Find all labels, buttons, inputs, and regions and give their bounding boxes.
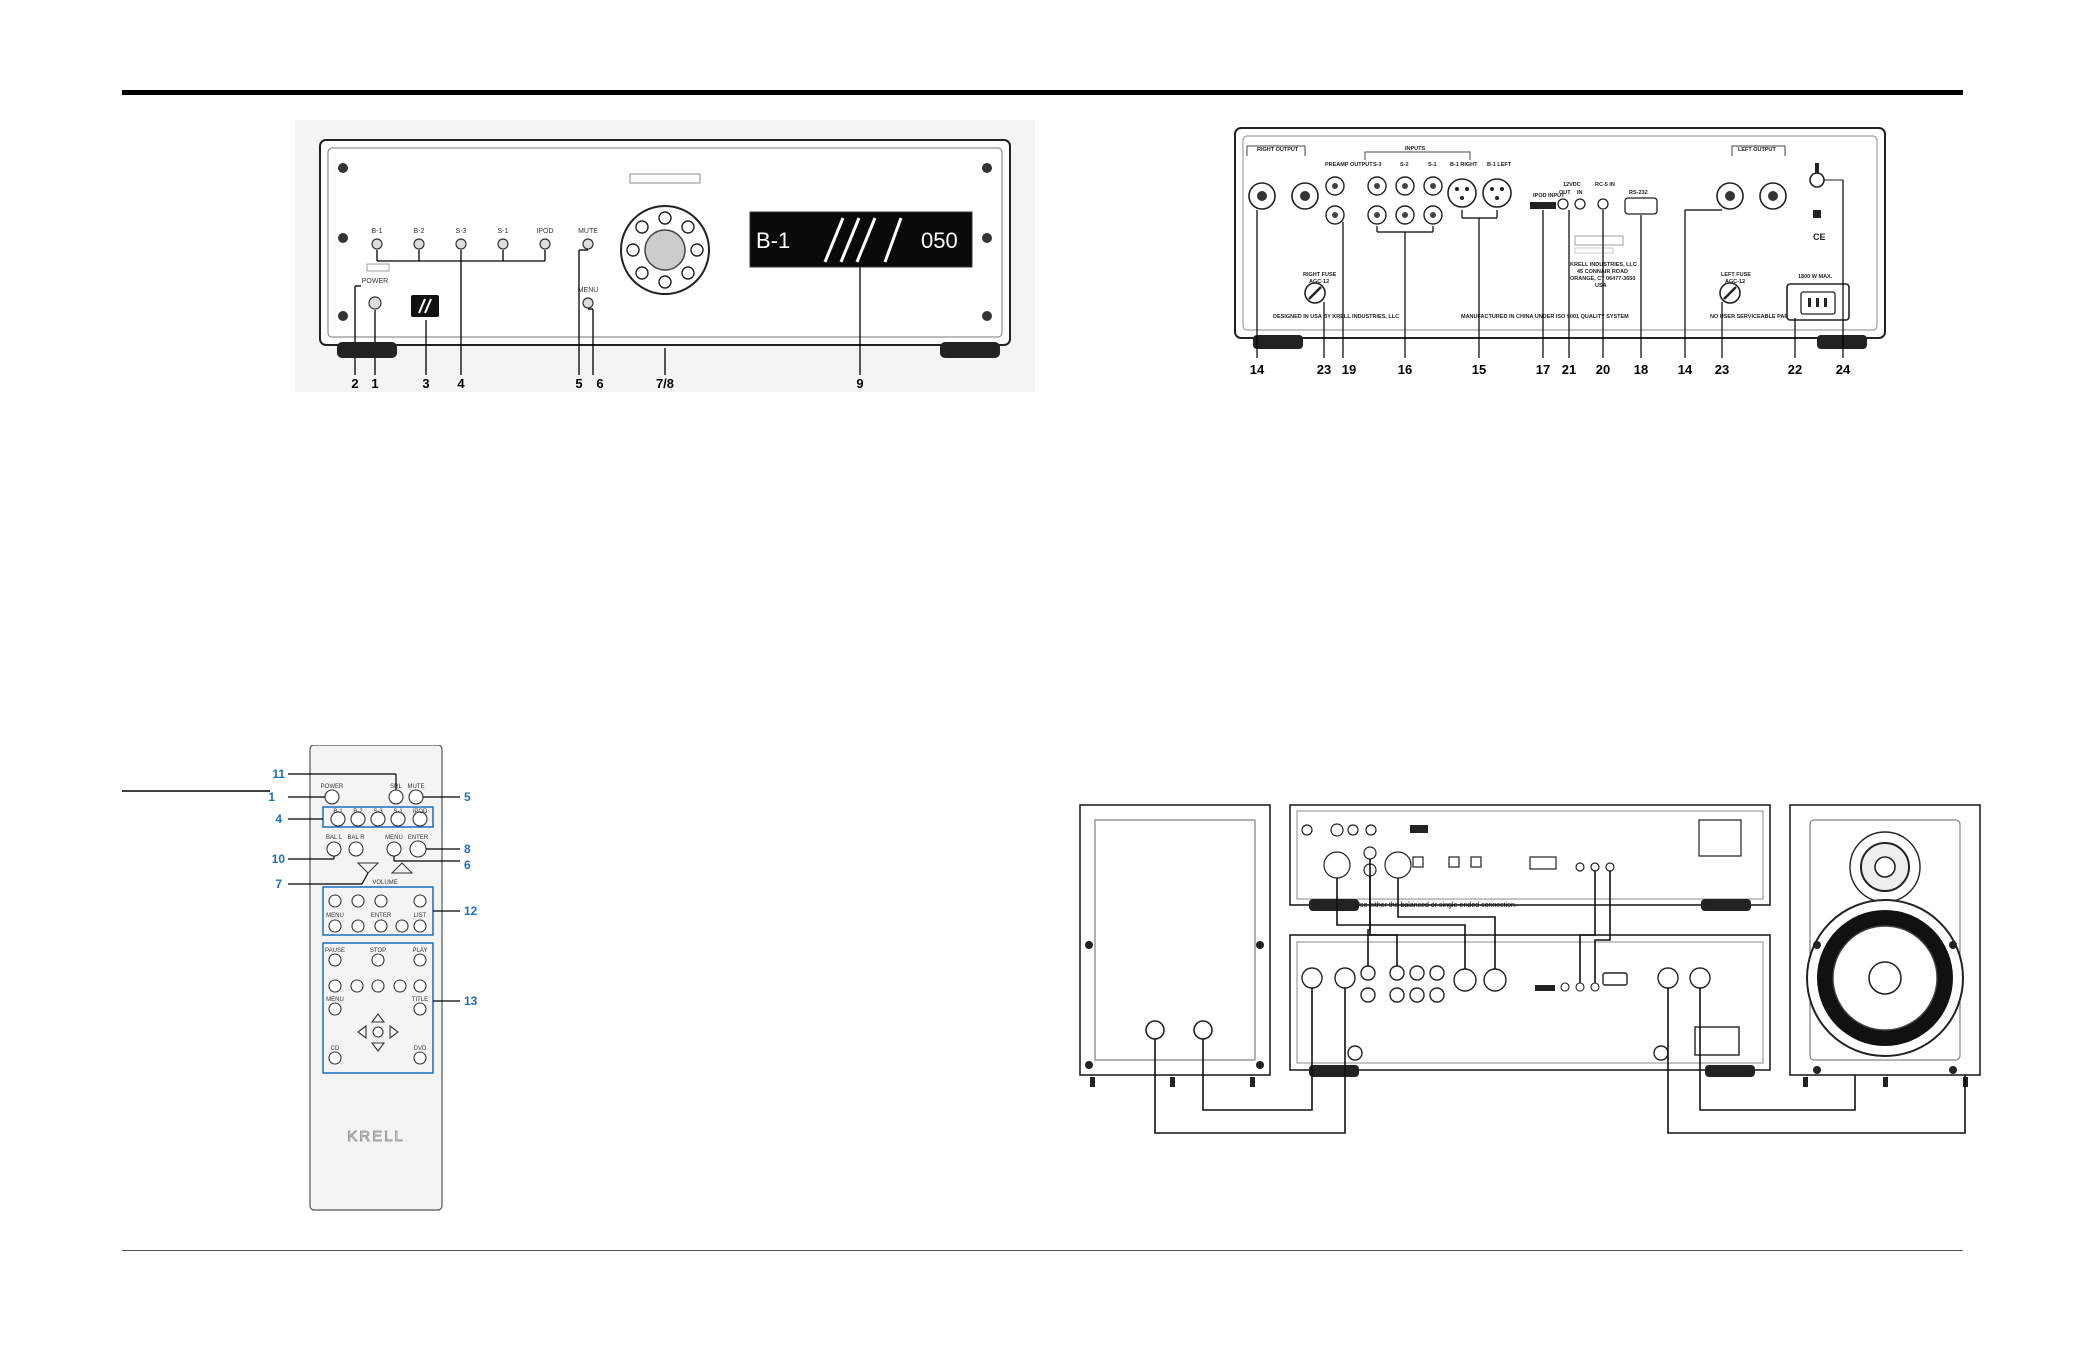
front-input-s3: S-3	[456, 228, 467, 235]
remote-diagram: POWER SRL MUTE B-1 B-2 S-3 S-1 IPOD BAL …	[122, 745, 478, 1211]
hookup-diagram: Use either the balanced or single-ended …	[1079, 804, 1981, 1134]
remote-cd-label: CD	[331, 1046, 340, 1052]
rear-callout-19: 19	[1342, 362, 1356, 377]
rear-col-s2: S-2	[1400, 162, 1409, 168]
rear-inputs-label: INPUTS	[1405, 146, 1426, 152]
remote-ipod-label: IPOD	[413, 809, 428, 815]
rear-callout-23b: 23	[1715, 362, 1729, 377]
remote-b2-label: B-2	[353, 809, 363, 815]
front-mute-label: MUTE	[578, 228, 598, 235]
remote-callout-12: 12	[464, 904, 478, 918]
remote-bal-r-label: BAL R	[347, 835, 365, 841]
remote-menu3-label: MENU	[326, 997, 344, 1003]
remote-play-label: PLAY	[413, 948, 428, 954]
rear-rc5-label: RC-5 IN	[1595, 182, 1615, 188]
rear-left-fuse: LEFT FUSE	[1721, 272, 1751, 278]
rear-callout-23a: 23	[1317, 362, 1331, 377]
rear-b1-left: B-1 LEFT	[1487, 162, 1512, 168]
remote-pause-label: PAUSE	[325, 948, 345, 954]
rear-b1-right: B-1 RIGHT	[1450, 162, 1478, 168]
rear-designed-text: DESIGNED IN USA BY KRELL INDUSTRIES, LLC	[1273, 314, 1399, 320]
remote-s1-label: S-1	[393, 809, 403, 815]
front-callout-5: 5	[575, 376, 582, 391]
rear-callout-15: 15	[1472, 362, 1486, 377]
remote-callout-13: 13	[464, 994, 478, 1008]
rear-left-output-label: LEFT OUTPUT	[1738, 147, 1777, 153]
rear-callout-24: 24	[1836, 362, 1851, 377]
front-input-b2: B-2	[414, 228, 425, 235]
remote-stop-label: STOP	[370, 948, 386, 954]
rear-ce-mark: CE	[1813, 232, 1826, 242]
remote-callout-1: 1	[268, 790, 275, 804]
remote-enter-label: ENTER	[408, 835, 429, 841]
rear-rs232-label: RS-232	[1629, 190, 1648, 196]
remote-callout-8: 8	[464, 842, 471, 856]
remote-callout-5: 5	[464, 790, 471, 804]
remote-menu-label: MENU	[385, 835, 403, 841]
rear-callout-21: 21	[1562, 362, 1576, 377]
remote-bal-l-label: BAL L	[326, 835, 343, 841]
display-source: B-1	[756, 228, 790, 253]
remote-brand: KRELL	[347, 1128, 405, 1145]
rear-power-rating: 1800 W MAX.	[1798, 274, 1833, 280]
remote-b1-label: B-1	[333, 809, 343, 815]
rear-manufactured-text: MANUFACTURED IN CHINA UNDER ISO 9001 QUA…	[1461, 314, 1629, 320]
rear-dc-in: IN	[1577, 190, 1583, 196]
rear-panel-diagram: RIGHT OUTPUT LEFT OUTPUT INPUTS PREAMP O…	[1234, 127, 1886, 377]
rear-callout-22: 22	[1788, 362, 1802, 377]
front-callout-7-8: 7/8	[656, 376, 674, 391]
front-callout-4: 4	[457, 376, 465, 391]
front-panel-diagram: B-1 B-2 S-3 S-1 IPOD MUTE MENU POWER B-1…	[295, 120, 1035, 392]
remote-callout-4: 4	[275, 812, 282, 826]
rear-callout-14a: 14	[1250, 362, 1265, 377]
rear-dc-out: OUT	[1559, 190, 1571, 196]
remote-callout-11: 11	[272, 767, 285, 781]
rear-no-user-text: NO USER SERVICEABLE PARTS INSIDE	[1710, 314, 1816, 320]
rear-ipod-label: IPOD INPUT	[1533, 193, 1565, 199]
rear-col-s1: S-1	[1428, 162, 1437, 168]
remote-title-label: TITLE	[412, 997, 428, 1003]
front-input-s1: S-1	[498, 228, 509, 235]
front-power-label: POWER	[362, 278, 388, 285]
rear-callout-20: 20	[1596, 362, 1610, 377]
remote-callout-6: 6	[464, 858, 471, 872]
remote-s3-label: S-3	[373, 809, 383, 815]
front-menu-label: MENU	[578, 287, 599, 294]
rear-right-output-label: RIGHT OUTPUT	[1257, 147, 1299, 153]
front-callout-6: 6	[596, 376, 603, 391]
rear-right-fuse: RIGHT FUSE	[1303, 272, 1337, 278]
rear-preamp-label: PREAMP OUTPUT	[1325, 162, 1373, 168]
rear-right-fuse-rating: AGC-12	[1309, 279, 1329, 285]
front-input-b1: B-1	[372, 228, 383, 235]
rear-dc-label: 12VDC	[1563, 182, 1581, 188]
front-input-ipod: IPOD	[536, 228, 553, 235]
rear-callout-16: 16	[1398, 362, 1412, 377]
front-callout-9: 9	[856, 376, 863, 391]
remote-callout-10: 10	[272, 852, 286, 866]
top-rule	[122, 90, 1963, 95]
rear-callout-17: 17	[1536, 362, 1550, 377]
remote-menu2-label: MENU	[326, 913, 344, 919]
remote-list-label: LIST	[414, 913, 427, 919]
remote-dvd-label: DVD	[414, 1046, 427, 1052]
remote-enter2-label: ENTER	[371, 913, 392, 919]
rear-callout-18: 18	[1634, 362, 1648, 377]
display-volume: 050	[921, 228, 958, 253]
remote-callout-7: 7	[275, 877, 282, 891]
hookup-note: Use either the balanced or single-ended …	[1355, 902, 1517, 909]
rear-col-s3: S-3	[1373, 162, 1382, 168]
remote-volume-label: VOLUME	[372, 880, 397, 886]
front-callout-2: 2	[351, 376, 358, 391]
front-callout-1: 1	[371, 376, 378, 391]
remote-power-label: POWER	[321, 784, 344, 790]
rear-callout-14b: 14	[1678, 362, 1693, 377]
rear-left-fuse-rating: AGC-12	[1725, 279, 1745, 285]
front-callout-3: 3	[422, 376, 429, 391]
remote-mute-label: MUTE	[408, 784, 425, 790]
bottom-rule	[122, 1250, 1963, 1251]
rear-address-4: USA	[1595, 283, 1607, 289]
